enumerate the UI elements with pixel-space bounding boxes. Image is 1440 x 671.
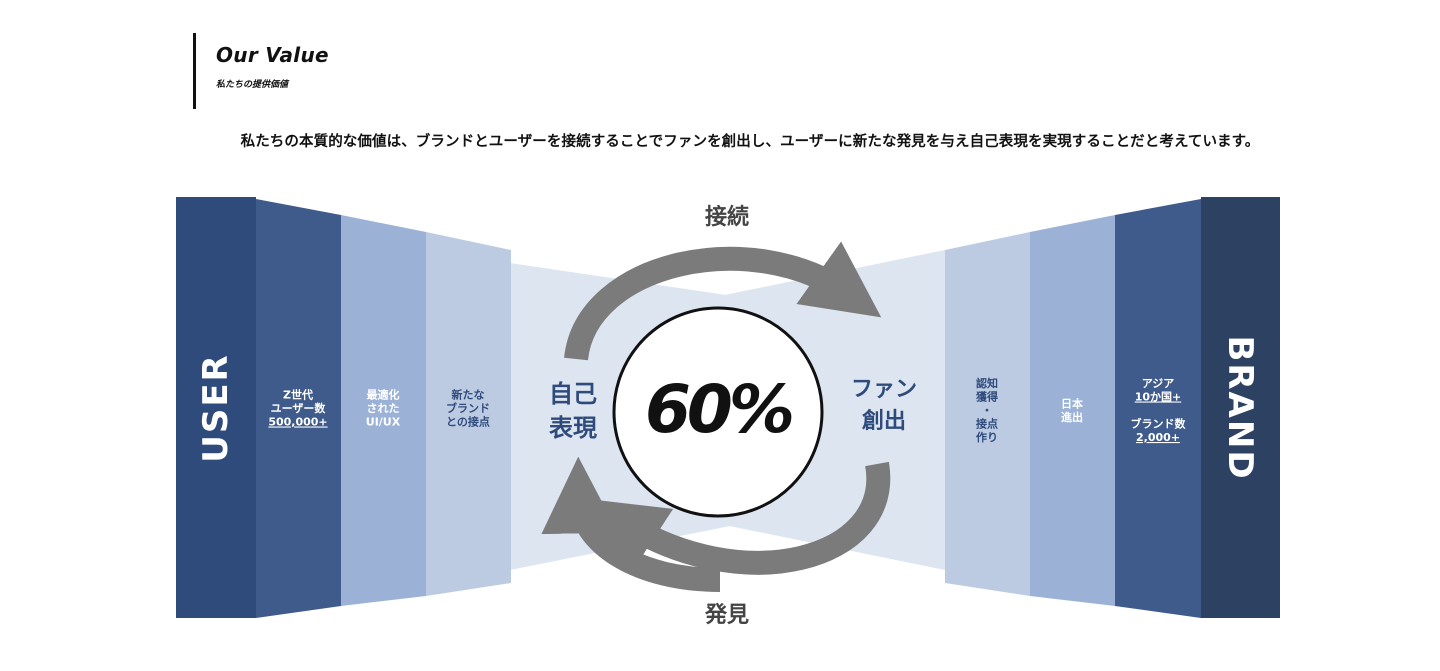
user-panel-1-line: 500,000+ [268, 416, 327, 429]
section-title: Our Value [216, 43, 329, 67]
user-panel-3 [426, 232, 511, 596]
cycle-left-label-2: 表現 [549, 414, 597, 442]
brand-panel-1-line: 作り [976, 430, 998, 444]
brand-bar [1201, 197, 1280, 618]
user-label: USER [196, 353, 236, 463]
brand-panel-3-line: 10か国+ [1135, 391, 1182, 404]
cycle-left-label-1: 自己 [549, 380, 597, 408]
user-panel-1-line: Z世代 [283, 388, 313, 402]
brand-panel-2-line: 日本 [1061, 396, 1083, 410]
cycle-right-label-2: 創出 [862, 409, 906, 434]
brand-panel-3-line: アジア [1142, 377, 1175, 390]
brand-panel-2-line: 進出 [1061, 410, 1083, 424]
user-panel-1 [256, 199, 341, 618]
brand-panel-3-line: 2,000+ [1136, 431, 1180, 444]
brand-panel-3 [1115, 199, 1201, 618]
user-panel-3-line: 新たな [452, 388, 485, 402]
cycle-bottom-label: 発見 [704, 603, 749, 628]
user-panel-2-line: 最適化 [367, 388, 400, 402]
arrow-discover [541, 456, 721, 592]
cycle-right-label-1: ファン [851, 377, 917, 402]
user-panel-2 [341, 215, 426, 606]
cycle-top-label: 接続 [705, 204, 749, 230]
center-value: 60% [645, 371, 792, 448]
brand-panel-1-line: 認知 [976, 376, 998, 390]
user-panel-1-line: ユーザー数 [271, 401, 327, 415]
brand-panel-1 [945, 232, 1030, 596]
arrow-fan [587, 461, 891, 575]
user-panel-3-line: との接点 [446, 415, 490, 429]
brand-panel-3-line: ブランド数 [1131, 417, 1187, 431]
lead-text: 私たちの本質的な価値は、ブランドとユーザーを接続することでファンを創出し、ユーザ… [240, 134, 1260, 150]
section-header: Our Value 私たちの提供価値 [193, 33, 329, 109]
user-panel-2-line: された [367, 402, 400, 415]
user-panel-2-line: UI/UX [366, 416, 401, 429]
brand-panel-1-line: 獲得 [976, 390, 998, 404]
brand-panel-2 [1030, 215, 1115, 606]
center-circle [612, 306, 824, 518]
brand-label: BRAND [1220, 335, 1260, 480]
section-subtitle: 私たちの提供価値 [216, 80, 289, 90]
brand-panel-1-line: ・ [982, 404, 993, 417]
user-panel-3-line: ブランド [446, 401, 490, 415]
brand-panel-1-line: 接点 [976, 417, 998, 431]
user-bar [176, 197, 256, 618]
arrow-connect [564, 241, 882, 361]
